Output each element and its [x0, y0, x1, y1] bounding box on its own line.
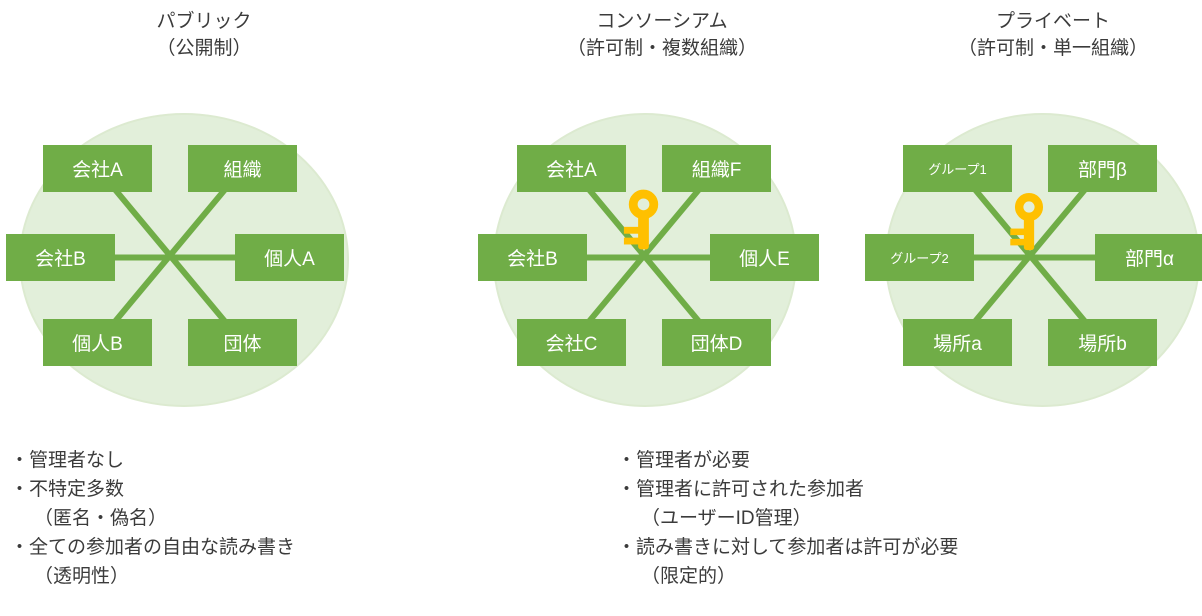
node-company-c: 会社C	[517, 319, 626, 366]
note-line: （透明性）	[34, 566, 130, 587]
note-line: （ユーザーID管理）	[641, 508, 812, 529]
node-company-a: 会社A	[43, 145, 152, 192]
node-group-2: グループ2	[865, 234, 974, 281]
note-line: ・不特定多数	[10, 479, 125, 500]
note-line: （匿名・偽名）	[34, 508, 168, 529]
note-line: ・全ての参加者の自由な読み書き	[10, 537, 296, 558]
node-company-a: 会社A	[517, 145, 626, 192]
network-title-line2: （公開制）	[156, 38, 252, 59]
consortium-network-title: コンソーシアム （許可制・複数組織）	[502, 8, 822, 62]
network-title-line1: コンソーシアム	[596, 11, 728, 32]
node-company-b: 会社B	[478, 234, 587, 281]
note-line: （限定的）	[641, 566, 737, 587]
node-individual-b: 個人B	[43, 319, 152, 366]
public-notes-list: ・管理者なし ・不特定多数 （匿名・偽名） ・全ての参加者の自由な読み書き （透…	[10, 446, 295, 591]
node-individual-e: 個人E	[710, 234, 819, 281]
note-line: ・管理者に許可された参加者	[617, 479, 865, 500]
permissioned-notes-list: ・管理者が必要 ・管理者に許可された参加者 （ユーザーID管理） ・読み書きに対…	[617, 446, 958, 591]
network-title-line1: プライベート	[995, 11, 1110, 32]
private-network-title: プライベート （許可制・単一組織）	[893, 8, 1202, 62]
network-title-line2: （許可制・複数組織）	[566, 38, 757, 59]
node-individual-a: 個人A	[235, 234, 344, 281]
node-organization: 組織	[188, 145, 297, 192]
node-department-beta: 部門β	[1048, 145, 1157, 192]
node-group-1: グループ1	[903, 145, 1012, 192]
network-title-line1: パブリック	[156, 11, 252, 32]
note-line: ・管理者なし	[10, 450, 125, 471]
node-location-a: 場所a	[903, 319, 1012, 366]
node-association: 団体	[188, 319, 297, 366]
public-network-title: パブリック （公開制）	[44, 8, 364, 62]
node-company-b: 会社B	[6, 234, 115, 281]
node-association-d: 団体D	[662, 319, 771, 366]
node-department-alpha: 部門α	[1095, 234, 1202, 281]
note-line: ・読み書きに対して参加者は許可が必要	[617, 537, 959, 558]
key-icon	[1010, 193, 1044, 251]
network-title-line2: （許可制・単一組織）	[957, 38, 1148, 59]
node-location-b: 場所b	[1048, 319, 1157, 366]
node-organization-f: 組織F	[662, 145, 771, 192]
key-icon	[623, 189, 659, 250]
note-line: ・管理者が必要	[617, 450, 751, 471]
